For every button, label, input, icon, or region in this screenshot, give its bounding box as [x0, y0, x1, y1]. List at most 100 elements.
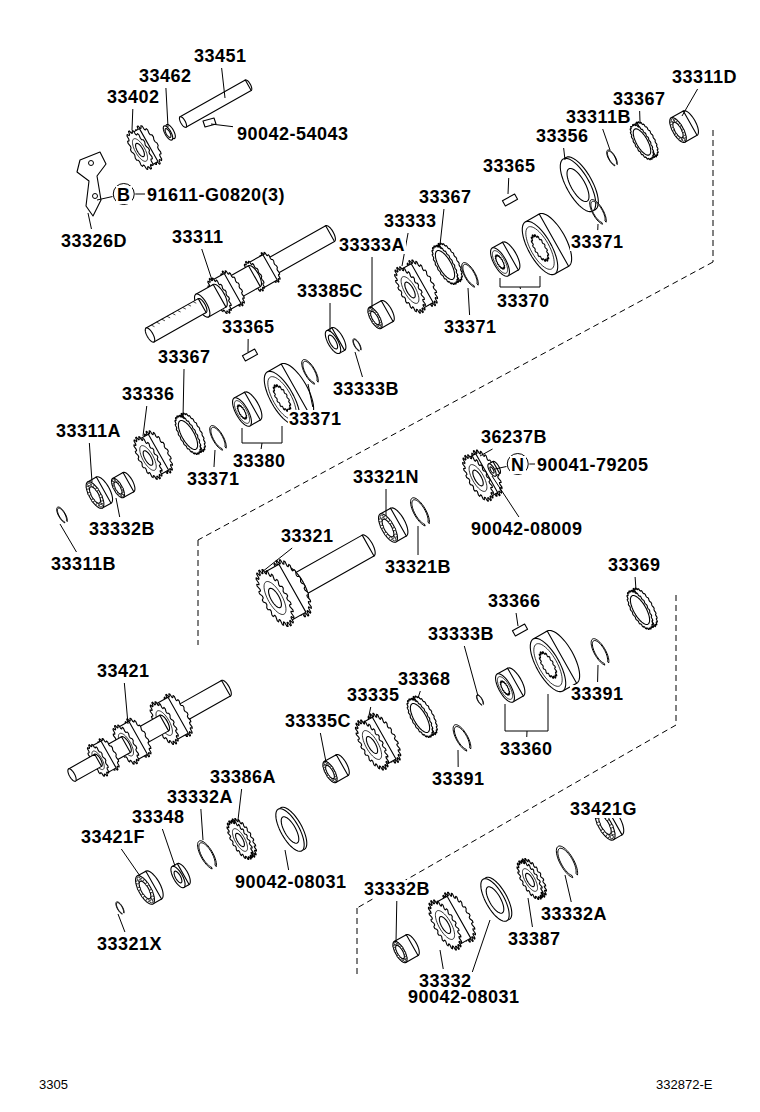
leader-line — [308, 384, 313, 407]
part-outline — [269, 588, 282, 607]
part-outline — [237, 405, 246, 419]
roller — [671, 119, 674, 122]
roller — [122, 492, 124, 494]
part-number: 33385C — [296, 282, 364, 300]
part-outline — [590, 200, 607, 225]
roller — [327, 775, 329, 777]
part-number: 33366 — [487, 592, 542, 610]
roller — [327, 763, 329, 765]
part-number: 33332A — [540, 905, 608, 923]
part-number: 90042-08031 — [407, 988, 521, 1006]
part-outline — [57, 507, 68, 523]
part-outline — [174, 871, 182, 883]
roller — [333, 772, 335, 774]
part-outline — [353, 339, 361, 351]
leader-line — [440, 209, 444, 245]
part-outline — [242, 349, 257, 361]
group-boundary — [676, 595, 677, 725]
leader-line — [492, 476, 519, 517]
roller — [95, 488, 98, 491]
part-number: 33367 — [157, 348, 212, 366]
part-outline — [411, 498, 430, 526]
leader-line — [285, 850, 289, 870]
roller — [601, 829, 604, 832]
roller — [137, 877, 140, 880]
roller — [141, 894, 144, 897]
roller — [683, 135, 686, 138]
part-number: 33311B — [50, 555, 117, 573]
part-outline — [382, 519, 394, 537]
group-boundary — [713, 130, 714, 262]
part-outline — [530, 638, 565, 691]
roller — [597, 822, 600, 825]
leader-line — [516, 613, 518, 626]
part-outline — [227, 820, 253, 859]
part-detail — [183, 307, 186, 309]
leader-line — [282, 426, 283, 443]
part-outline — [627, 590, 653, 629]
part-outline — [112, 478, 125, 498]
part-number: 33333B — [332, 380, 400, 398]
part-number: 33336 — [121, 385, 176, 403]
part-outline — [165, 129, 171, 138]
part-outline — [171, 866, 185, 887]
part-outline — [328, 335, 337, 349]
part-outline — [488, 464, 496, 476]
part-outline — [396, 945, 405, 958]
roller — [393, 945, 395, 947]
part-number: 33451 — [193, 47, 248, 65]
roller — [335, 777, 337, 779]
roller — [101, 501, 104, 504]
part-outline — [145, 328, 154, 342]
part-outline — [539, 652, 557, 679]
leader-line — [248, 339, 249, 352]
part-outline — [276, 809, 304, 852]
roller — [403, 952, 405, 954]
part-outline — [139, 881, 151, 899]
part-number: 33332B — [88, 520, 156, 538]
part-outline — [401, 277, 419, 304]
roller — [400, 946, 402, 948]
part-number: 33365 — [482, 157, 537, 175]
roller — [610, 825, 613, 828]
roller — [86, 486, 89, 489]
roller — [682, 130, 685, 133]
part-number: 33371 — [186, 470, 241, 488]
leader-line — [597, 665, 598, 682]
part-number: 33371 — [570, 233, 625, 251]
roller — [115, 480, 117, 482]
part-outline — [179, 117, 186, 128]
part-outline — [264, 582, 286, 615]
part-outline — [175, 415, 201, 454]
part-detail — [188, 305, 191, 307]
leader-line — [386, 489, 387, 516]
roller — [380, 525, 383, 528]
part-outline — [476, 695, 483, 706]
part-outline — [140, 446, 156, 471]
part-outline — [405, 282, 415, 298]
leader-line — [118, 914, 125, 932]
part-number: 33391 — [431, 770, 486, 788]
part-outline — [497, 677, 512, 700]
part-number: 36237B — [480, 428, 548, 446]
roller — [379, 325, 381, 327]
part-outline — [410, 704, 429, 733]
part-outline — [256, 570, 294, 627]
leader-line — [540, 276, 541, 287]
leader-line — [565, 875, 571, 902]
roller — [389, 521, 392, 524]
leader-line — [529, 464, 535, 465]
part-detail — [151, 325, 154, 327]
roller — [99, 504, 102, 507]
roller — [380, 515, 383, 518]
leader-line — [262, 548, 292, 572]
part-outline — [323, 761, 337, 782]
part-number: 33367 — [418, 188, 473, 206]
part-number: 33321 — [280, 527, 335, 545]
roller — [384, 516, 387, 519]
leader-line — [330, 303, 331, 332]
leader-line — [242, 428, 243, 443]
part-outline — [362, 731, 381, 760]
part-detail — [177, 310, 180, 312]
roller — [112, 482, 114, 484]
